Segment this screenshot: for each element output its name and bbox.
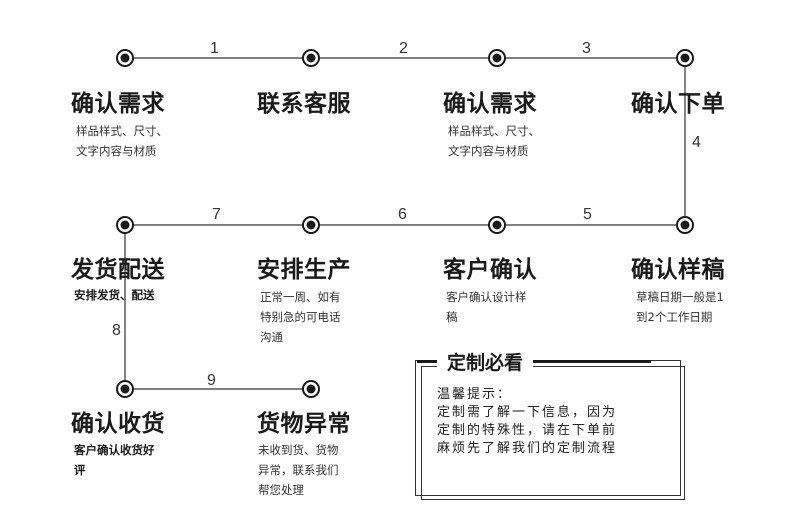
step-nodes: [116, 49, 694, 398]
step-description-line: 帮您处理: [258, 483, 304, 497]
step-title: 客户确认: [443, 257, 537, 283]
step-description-line: 样品样式、尺寸、: [76, 124, 168, 138]
notice-frame-shadow: [421, 366, 685, 500]
connector-number: 1: [210, 40, 219, 57]
step-node-10: [302, 380, 320, 398]
connector-number: 9: [207, 372, 216, 389]
step-description-line: 稿: [446, 310, 458, 324]
step-title: 安排生产: [257, 257, 351, 283]
node-core: [120, 53, 130, 63]
step-node-4: [676, 49, 694, 67]
step-description-line: 安排发货、配送: [74, 288, 155, 302]
step-description: 客户确认设计样稿: [446, 287, 527, 327]
step-description-line: 到2个工作日期: [636, 310, 713, 324]
step-node-8: [116, 216, 134, 234]
step-description-line: 客户确认收货好: [74, 443, 155, 457]
step-description-line: 客户确认设计样: [446, 290, 527, 304]
step-node-2: [302, 49, 320, 67]
node-core: [680, 220, 690, 230]
step-description-line: 草稿日期一般是1: [636, 290, 724, 304]
connector-number: 6: [398, 206, 407, 223]
node-core: [306, 220, 316, 230]
connector-lines: [124, 57, 686, 390]
step-node-3: [488, 49, 506, 67]
notice-box: 定制必看 温馨提示： 定制需了解一下信息，因为 定制的特殊性，请在下单前 麻烦先…: [415, 348, 687, 502]
step-description-line: 样品样式、尺寸、: [448, 124, 540, 138]
step-node-1: [116, 49, 134, 67]
connector-number: 2: [399, 40, 408, 57]
notice-line: 麻烦先了解我们的定制流程: [437, 441, 618, 456]
step-title: 货物异常: [257, 411, 351, 437]
step-description-line: 文字内容与材质: [76, 144, 157, 158]
step-description-line: 沟通: [260, 330, 283, 344]
step-description: 安排发货、配送: [74, 285, 155, 305]
step-description: 样品样式、尺寸、文字内容与材质: [448, 121, 540, 161]
notice-title: 定制必看: [416, 348, 652, 375]
step-title: 发货配送: [71, 257, 165, 283]
step-node-7: [302, 216, 320, 234]
step-description: 正常一周、如有特别急的可电话沟通: [260, 287, 341, 347]
step-title: 确认下单: [631, 91, 725, 117]
node-core: [120, 384, 130, 394]
step-description-line: 异常，联系我们: [258, 463, 339, 477]
step-node-6: [488, 216, 506, 234]
notice-line: 定制的特殊性，请在下单前: [437, 423, 618, 438]
connector-number: 5: [583, 206, 592, 223]
node-core: [120, 220, 130, 230]
step-description: 客户确认收货好评: [74, 440, 155, 480]
step-node-9: [116, 380, 134, 398]
connector-number: 8: [112, 322, 121, 339]
step-description: 草稿日期一般是1 到2个工作日期: [636, 287, 724, 327]
step-description-line: 正常一周、如有: [260, 290, 341, 304]
step-title: 确认需求: [443, 91, 537, 117]
notice-line: 定制需了解一下信息，因为: [437, 405, 618, 420]
node-core: [306, 384, 316, 394]
step-title: 联系客服: [257, 91, 351, 117]
notice-body: 温馨提示： 定制需了解一下信息，因为 定制的特殊性，请在下单前 麻烦先了解我们的…: [437, 386, 673, 458]
connector-number: 3: [582, 40, 591, 57]
step-description: 未收到货、货物异常，联系我们帮您处理: [258, 440, 339, 500]
step-title: 确认收货: [71, 411, 165, 437]
node-core: [306, 53, 316, 63]
notice-line: 温馨提示：: [437, 387, 513, 402]
step-description-line: 评: [74, 463, 86, 477]
step-description: 样品样式、尺寸、文字内容与材质: [76, 121, 168, 161]
connector-number: 7: [212, 206, 221, 223]
step-node-5: [676, 216, 694, 234]
node-core: [680, 53, 690, 63]
step-description-line: 特别急的可电话: [260, 310, 341, 324]
connector-number: 4: [692, 134, 701, 151]
node-core: [492, 53, 502, 63]
step-title: 确认需求: [71, 91, 165, 117]
step-title: 确认样稿: [631, 257, 725, 283]
node-core: [492, 220, 502, 230]
step-description-line: 文字内容与材质: [448, 144, 529, 158]
step-description-line: 未收到货、货物: [258, 443, 339, 457]
